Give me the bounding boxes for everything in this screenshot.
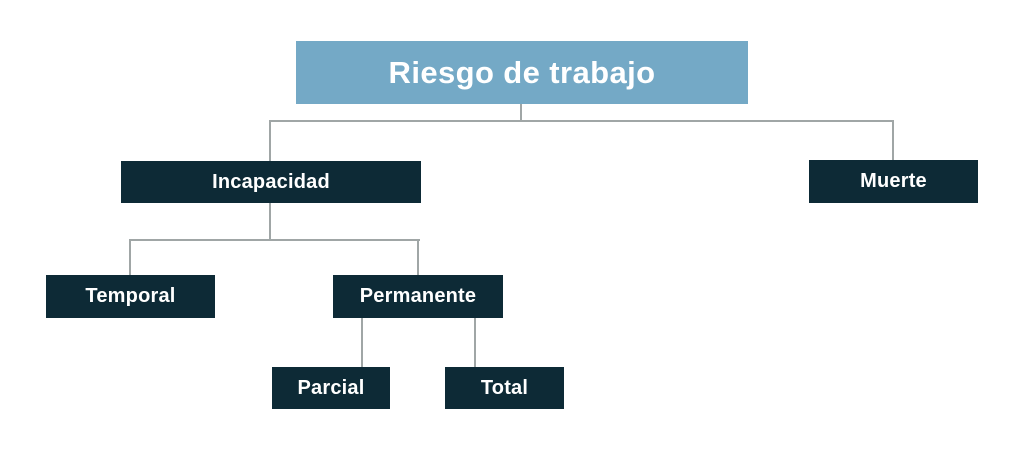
node-temporal: Temporal — [46, 275, 215, 318]
connector-tier1-bar — [270, 120, 894, 122]
connector-temporal-stem — [129, 239, 131, 275]
node-permanente: Permanente — [333, 275, 503, 318]
node-parcial-label: Parcial — [297, 376, 365, 399]
node-riesgo-de-trabajo: Riesgo de trabajo — [296, 41, 748, 104]
connector-incapacidad-stem — [269, 120, 271, 161]
connector-tier2-bar — [130, 239, 420, 241]
connector-parcial-stem — [361, 317, 363, 367]
node-total: Total — [445, 367, 564, 409]
connector-root-stem — [520, 104, 522, 121]
node-temporal-label: Temporal — [85, 285, 176, 307]
connector-total-stem — [474, 317, 476, 367]
node-incapacidad-label: Incapacidad — [212, 170, 330, 193]
connector-incapacidad-down — [269, 203, 271, 241]
node-incapacidad: Incapacidad — [121, 161, 421, 203]
connector-permanente-stem — [417, 239, 419, 275]
node-total-label: Total — [480, 376, 529, 399]
node-parcial: Parcial — [272, 367, 390, 409]
node-muerte: Muerte — [809, 160, 978, 203]
node-permanente-label: Permanente — [359, 285, 477, 307]
connector-muerte-stem — [892, 120, 894, 160]
node-muerte-label: Muerte — [860, 170, 927, 192]
node-riesgo-de-trabajo-label: Riesgo de trabajo — [388, 54, 656, 90]
